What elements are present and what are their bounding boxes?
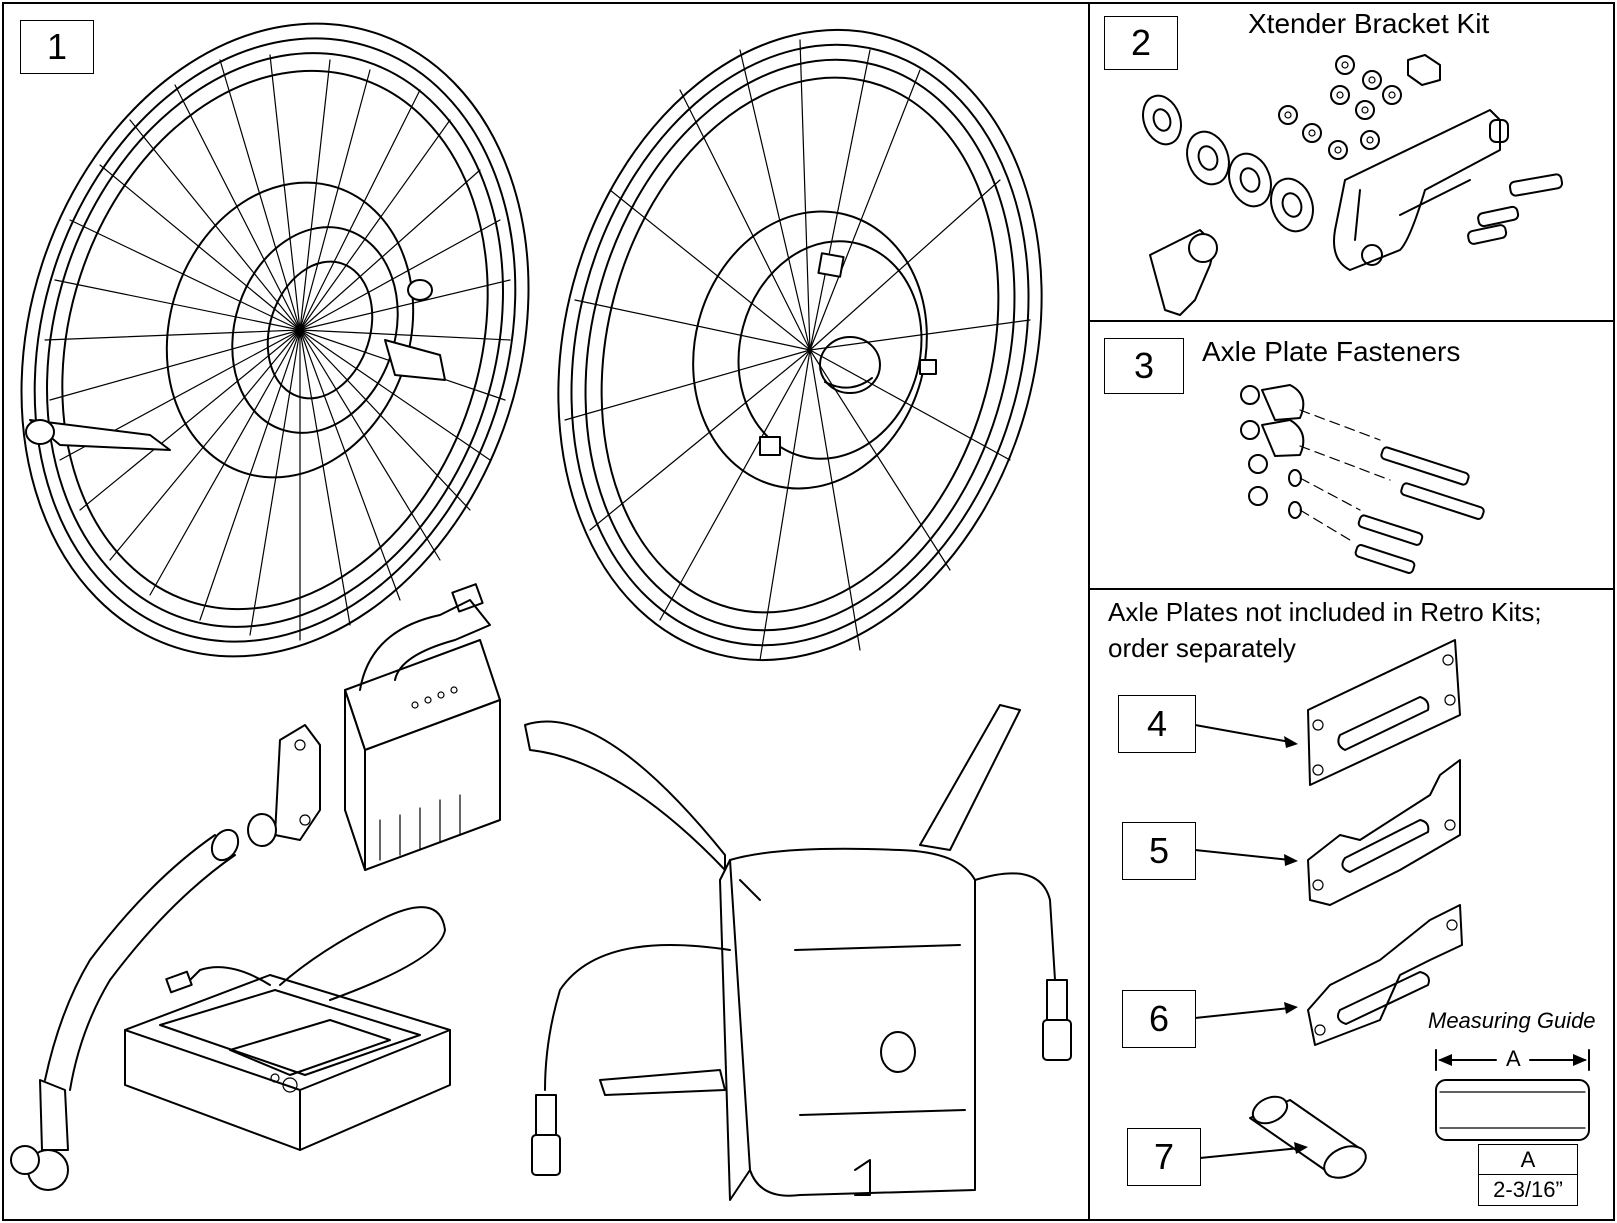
axle-plates-note-line1: Axle Plates not included in Retro Kits; (1108, 597, 1542, 627)
axle-plates-note-line2: order separately (1108, 633, 1296, 663)
measuring-guide-dimension: A (1506, 1046, 1521, 1071)
xtender-kit-drawing (1142, 54, 1564, 316)
callout-2: 2 (1104, 16, 1178, 70)
tube-arm-drawing (10, 828, 240, 1191)
axle-fasteners-title: Axle Plate Fasteners (1202, 336, 1461, 367)
callout-5: 5 (1122, 822, 1196, 880)
callout-7: 7 (1127, 1128, 1201, 1186)
measuring-guide-table-header: A (1479, 1145, 1577, 1175)
measuring-guide-table: A 2-3/16” (1478, 1144, 1578, 1206)
callout-1: 1 (20, 20, 94, 74)
measuring-guide-title: Measuring Guide (1428, 1008, 1596, 1033)
axle-plates-drawing (1194, 639, 1590, 1179)
axle-fasteners-drawing (1240, 384, 1485, 574)
battery-drawing (344, 583, 501, 871)
xtender-kit-title: Xtender Bracket Kit (1248, 8, 1490, 39)
charger-drawing (124, 906, 451, 1151)
axle-plates-note: Axle Plates not included in Retro Kits; … (1108, 594, 1542, 666)
left-wheel-drawing (20, 22, 530, 658)
right-wheel-drawing (557, 28, 1043, 662)
battery-bag-drawing (524, 704, 1072, 1201)
callout-6: 6 (1122, 990, 1196, 1048)
mount-bracket-drawing (247, 724, 321, 847)
callout-4: 4 (1118, 695, 1196, 753)
measuring-guide-table-value: 2-3/16” (1493, 1177, 1563, 1202)
callout-3: 3 (1104, 338, 1184, 394)
